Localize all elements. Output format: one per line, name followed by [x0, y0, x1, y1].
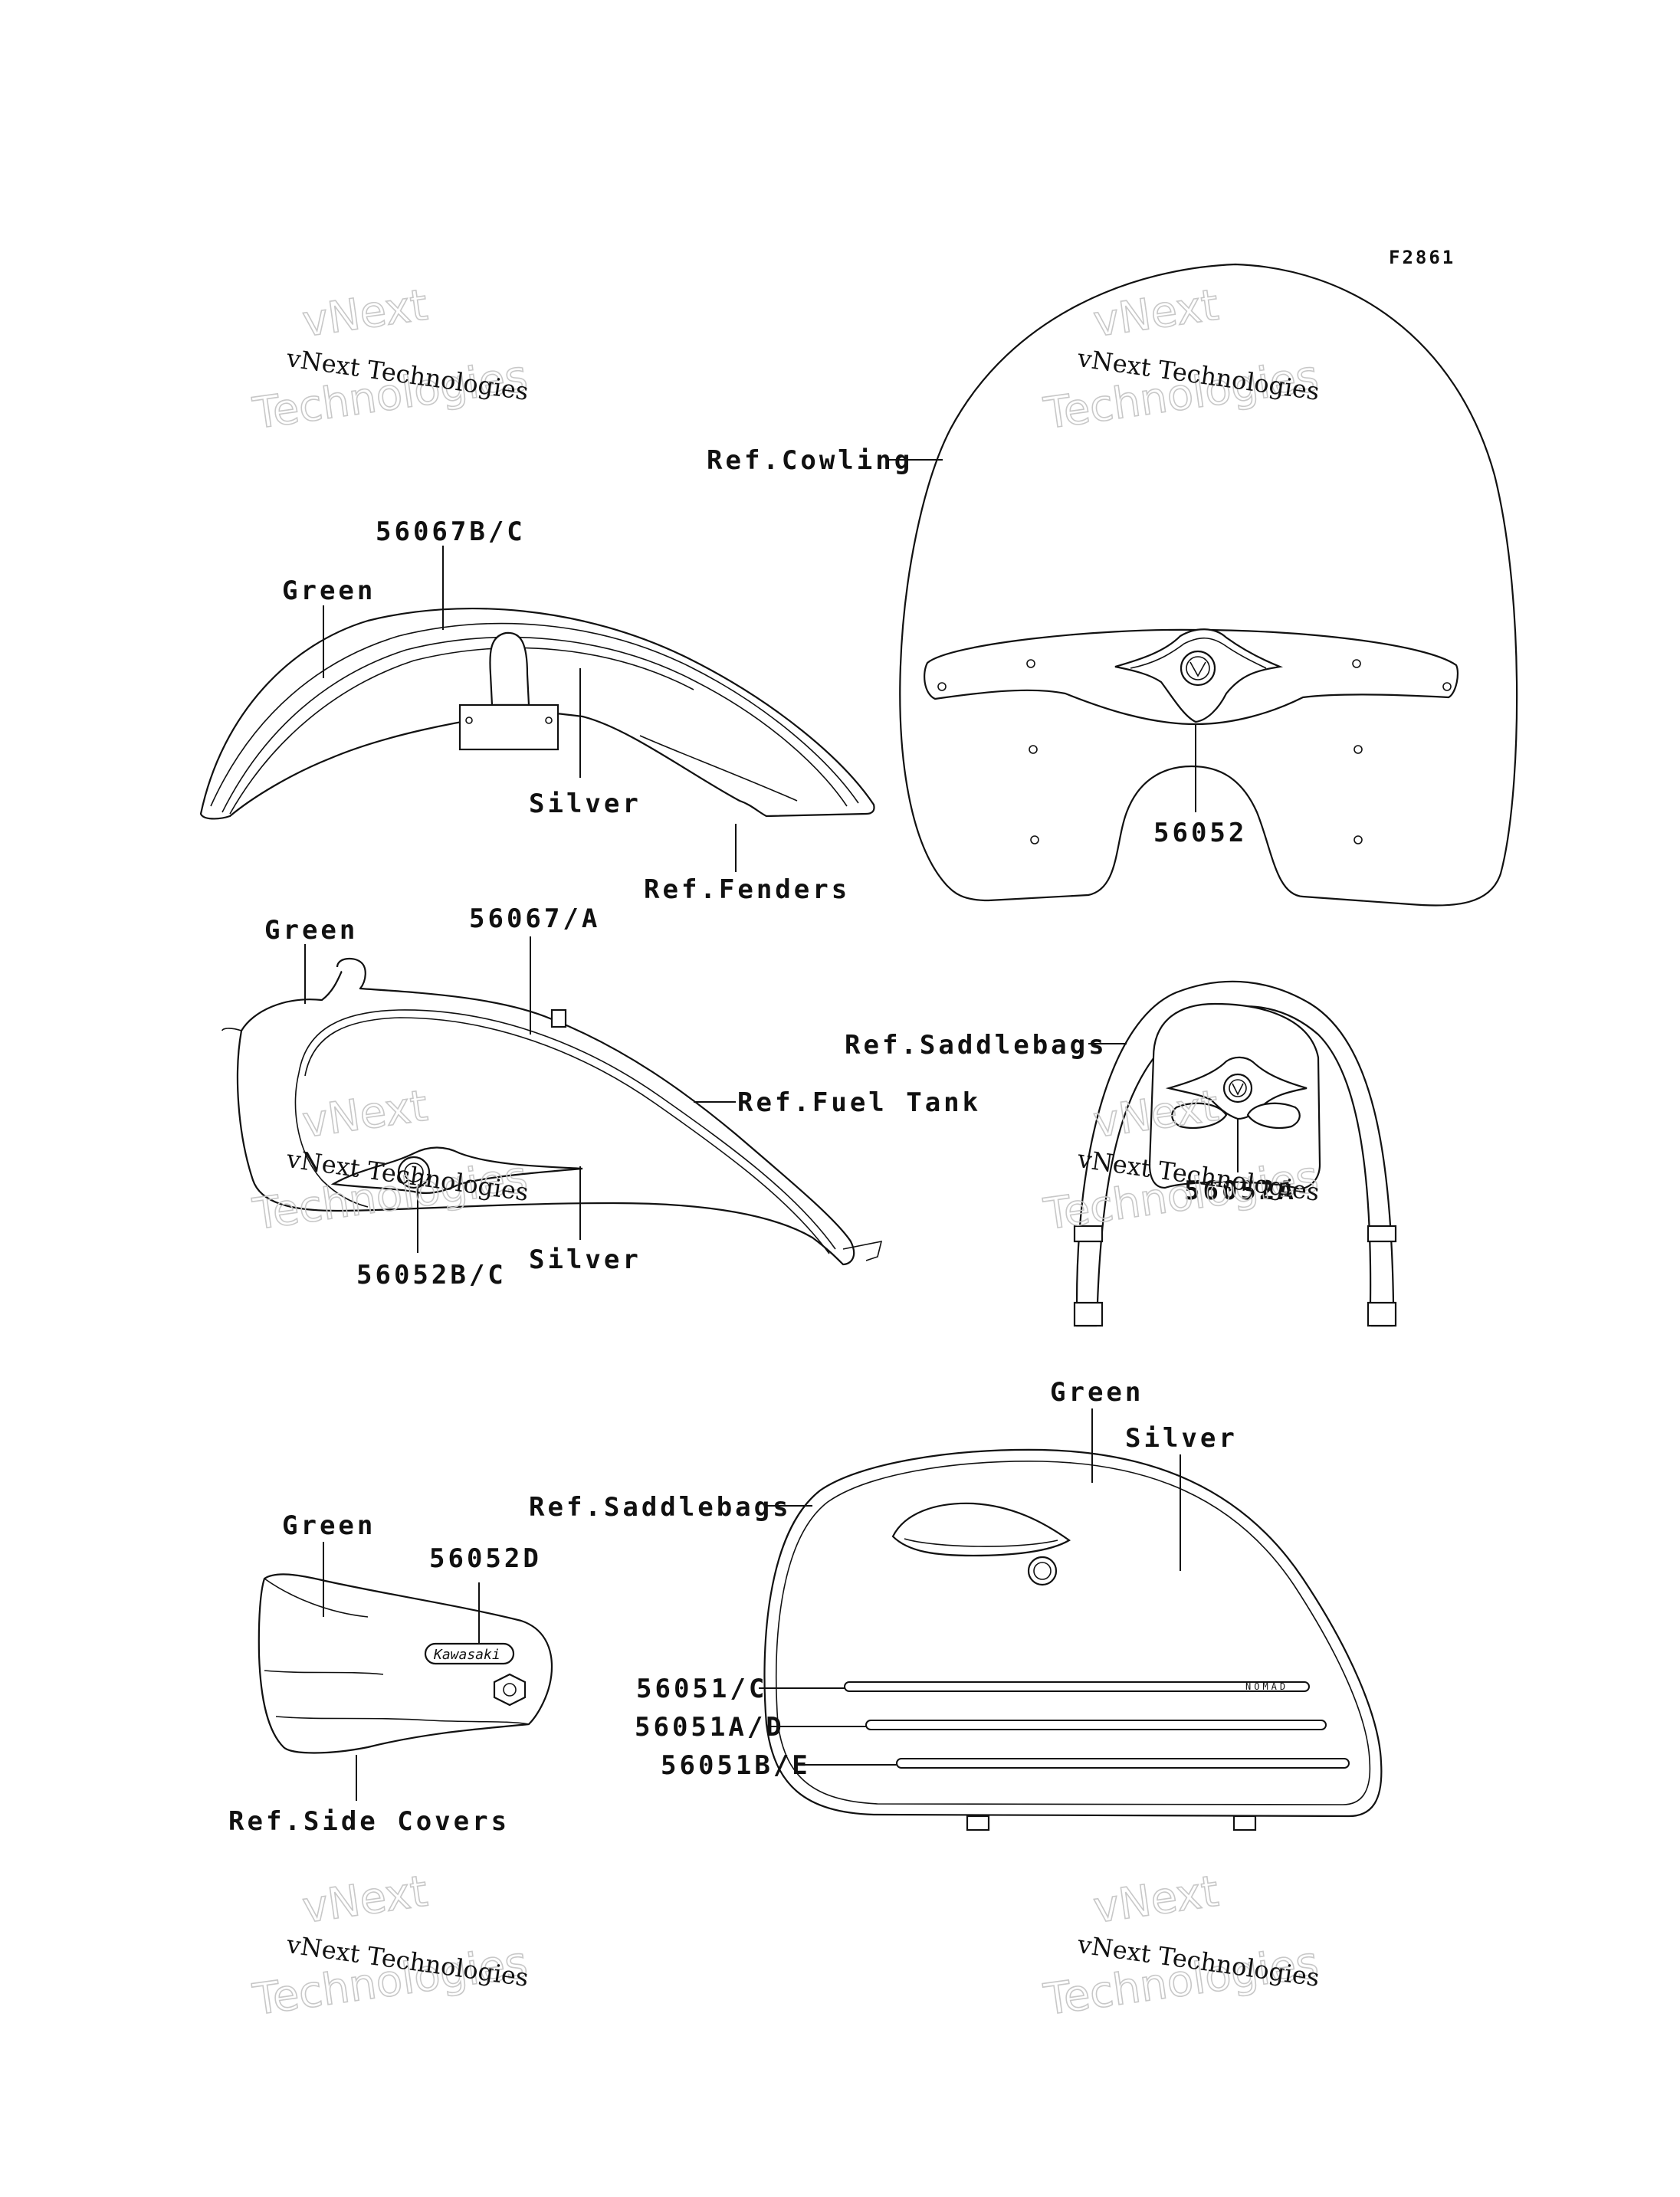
- label-56051c: 56051/C: [636, 1674, 767, 1704]
- label-56051be: 56051B/E: [661, 1750, 811, 1781]
- label-ref-fenders: Ref.Fenders: [644, 874, 850, 905]
- svg-text:vNext: vNext: [300, 280, 431, 347]
- label-silver-tank: Silver: [529, 1244, 641, 1275]
- emblem-56052a-backrest: [1165, 1056, 1308, 1129]
- windshield: [899, 263, 1518, 907]
- side-cover: Kawasaki: [258, 1573, 553, 1754]
- label-ref-fuel-tank: Ref.Fuel Tank: [737, 1087, 981, 1118]
- stripe-56051c: [844, 1681, 1310, 1692]
- stripe-56051ad: [865, 1720, 1327, 1730]
- label-56051ad: 56051A/D: [635, 1712, 785, 1743]
- stripe-56051be: [896, 1758, 1350, 1769]
- saddlebag: NOMAD: [763, 1448, 1383, 1831]
- label-56052bc: 56052B/C: [356, 1260, 507, 1290]
- emblem-56052-windshield: [1114, 628, 1284, 723]
- label-green-fender: Green: [282, 575, 376, 606]
- watermark-top-left: vNext Technologies vNext Technologies: [249, 280, 531, 440]
- kawasaki-emblem-plate: [424, 1642, 515, 1665]
- svg-text:vNext: vNext: [1091, 1867, 1222, 1933]
- label-green-saddlebag: Green: [1050, 1377, 1144, 1408]
- label-56067bc: 56067B/C: [376, 516, 526, 547]
- kawasaki-emblem: Kawasaki: [433, 1647, 500, 1663]
- label-ref-side-covers: Ref.Side Covers: [228, 1806, 510, 1837]
- label-green-sidecover: Green: [282, 1510, 376, 1541]
- label-ref-saddlebags-backrest: Ref.Saddlebags: [845, 1030, 1107, 1061]
- label-silver-saddlebag: Silver: [1125, 1423, 1238, 1454]
- emblem-56052bc-tank: [330, 1146, 583, 1195]
- label-ref-saddlebags: Ref.Saddlebags: [529, 1492, 792, 1523]
- diagram-code: F2861: [1389, 247, 1455, 268]
- nomad-emblem: NOMAD: [1245, 1681, 1288, 1692]
- front-fender: [199, 607, 875, 820]
- label-ref-cowling: Ref.Cowling: [707, 445, 913, 476]
- svg-text:vNext: vNext: [300, 1867, 431, 1933]
- watermark-bottom-right: vNext Technologies vNext Technologies: [1040, 1866, 1322, 2026]
- label-green-tank: Green: [264, 915, 358, 946]
- label-56052d: 56052D: [429, 1543, 542, 1574]
- watermark-bottom-left: vNext Technologies vNext Technologies: [249, 1866, 531, 2026]
- label-56052-windshield: 56052: [1153, 818, 1247, 848]
- label-56052a: 56052A: [1184, 1176, 1297, 1206]
- label-56067a: 56067/A: [469, 903, 600, 934]
- label-silver-fender: Silver: [529, 789, 641, 819]
- leader-lines: [304, 459, 1239, 1801]
